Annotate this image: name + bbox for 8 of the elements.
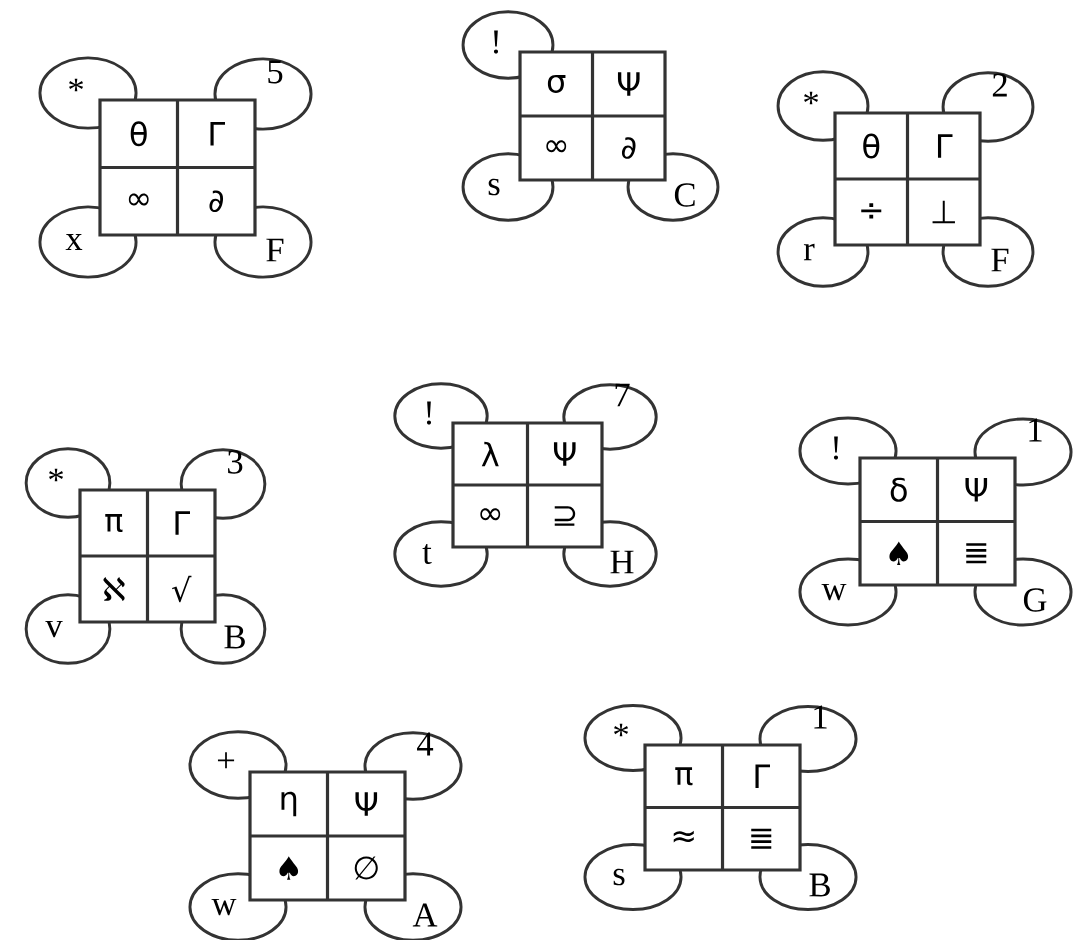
symbol-grid: σ Ψ ∞ ∂ (518, 50, 667, 182)
symbol-grid: π Γ ℵ √ (78, 488, 217, 624)
symbol-grid: η Ψ ♠ ∅ (248, 770, 407, 902)
symbol-grid: θ Γ ÷ ⊥ (833, 111, 982, 247)
symbol-grid: δ Ψ ♠ ≣ (858, 456, 1017, 587)
symbol-grid: π Γ ≈ ≣ (643, 743, 802, 872)
symbol-grid: λ Ψ ∞ ⊇ (451, 421, 604, 549)
symbol-grid: θ Γ ∞ ∂ (98, 98, 257, 237)
